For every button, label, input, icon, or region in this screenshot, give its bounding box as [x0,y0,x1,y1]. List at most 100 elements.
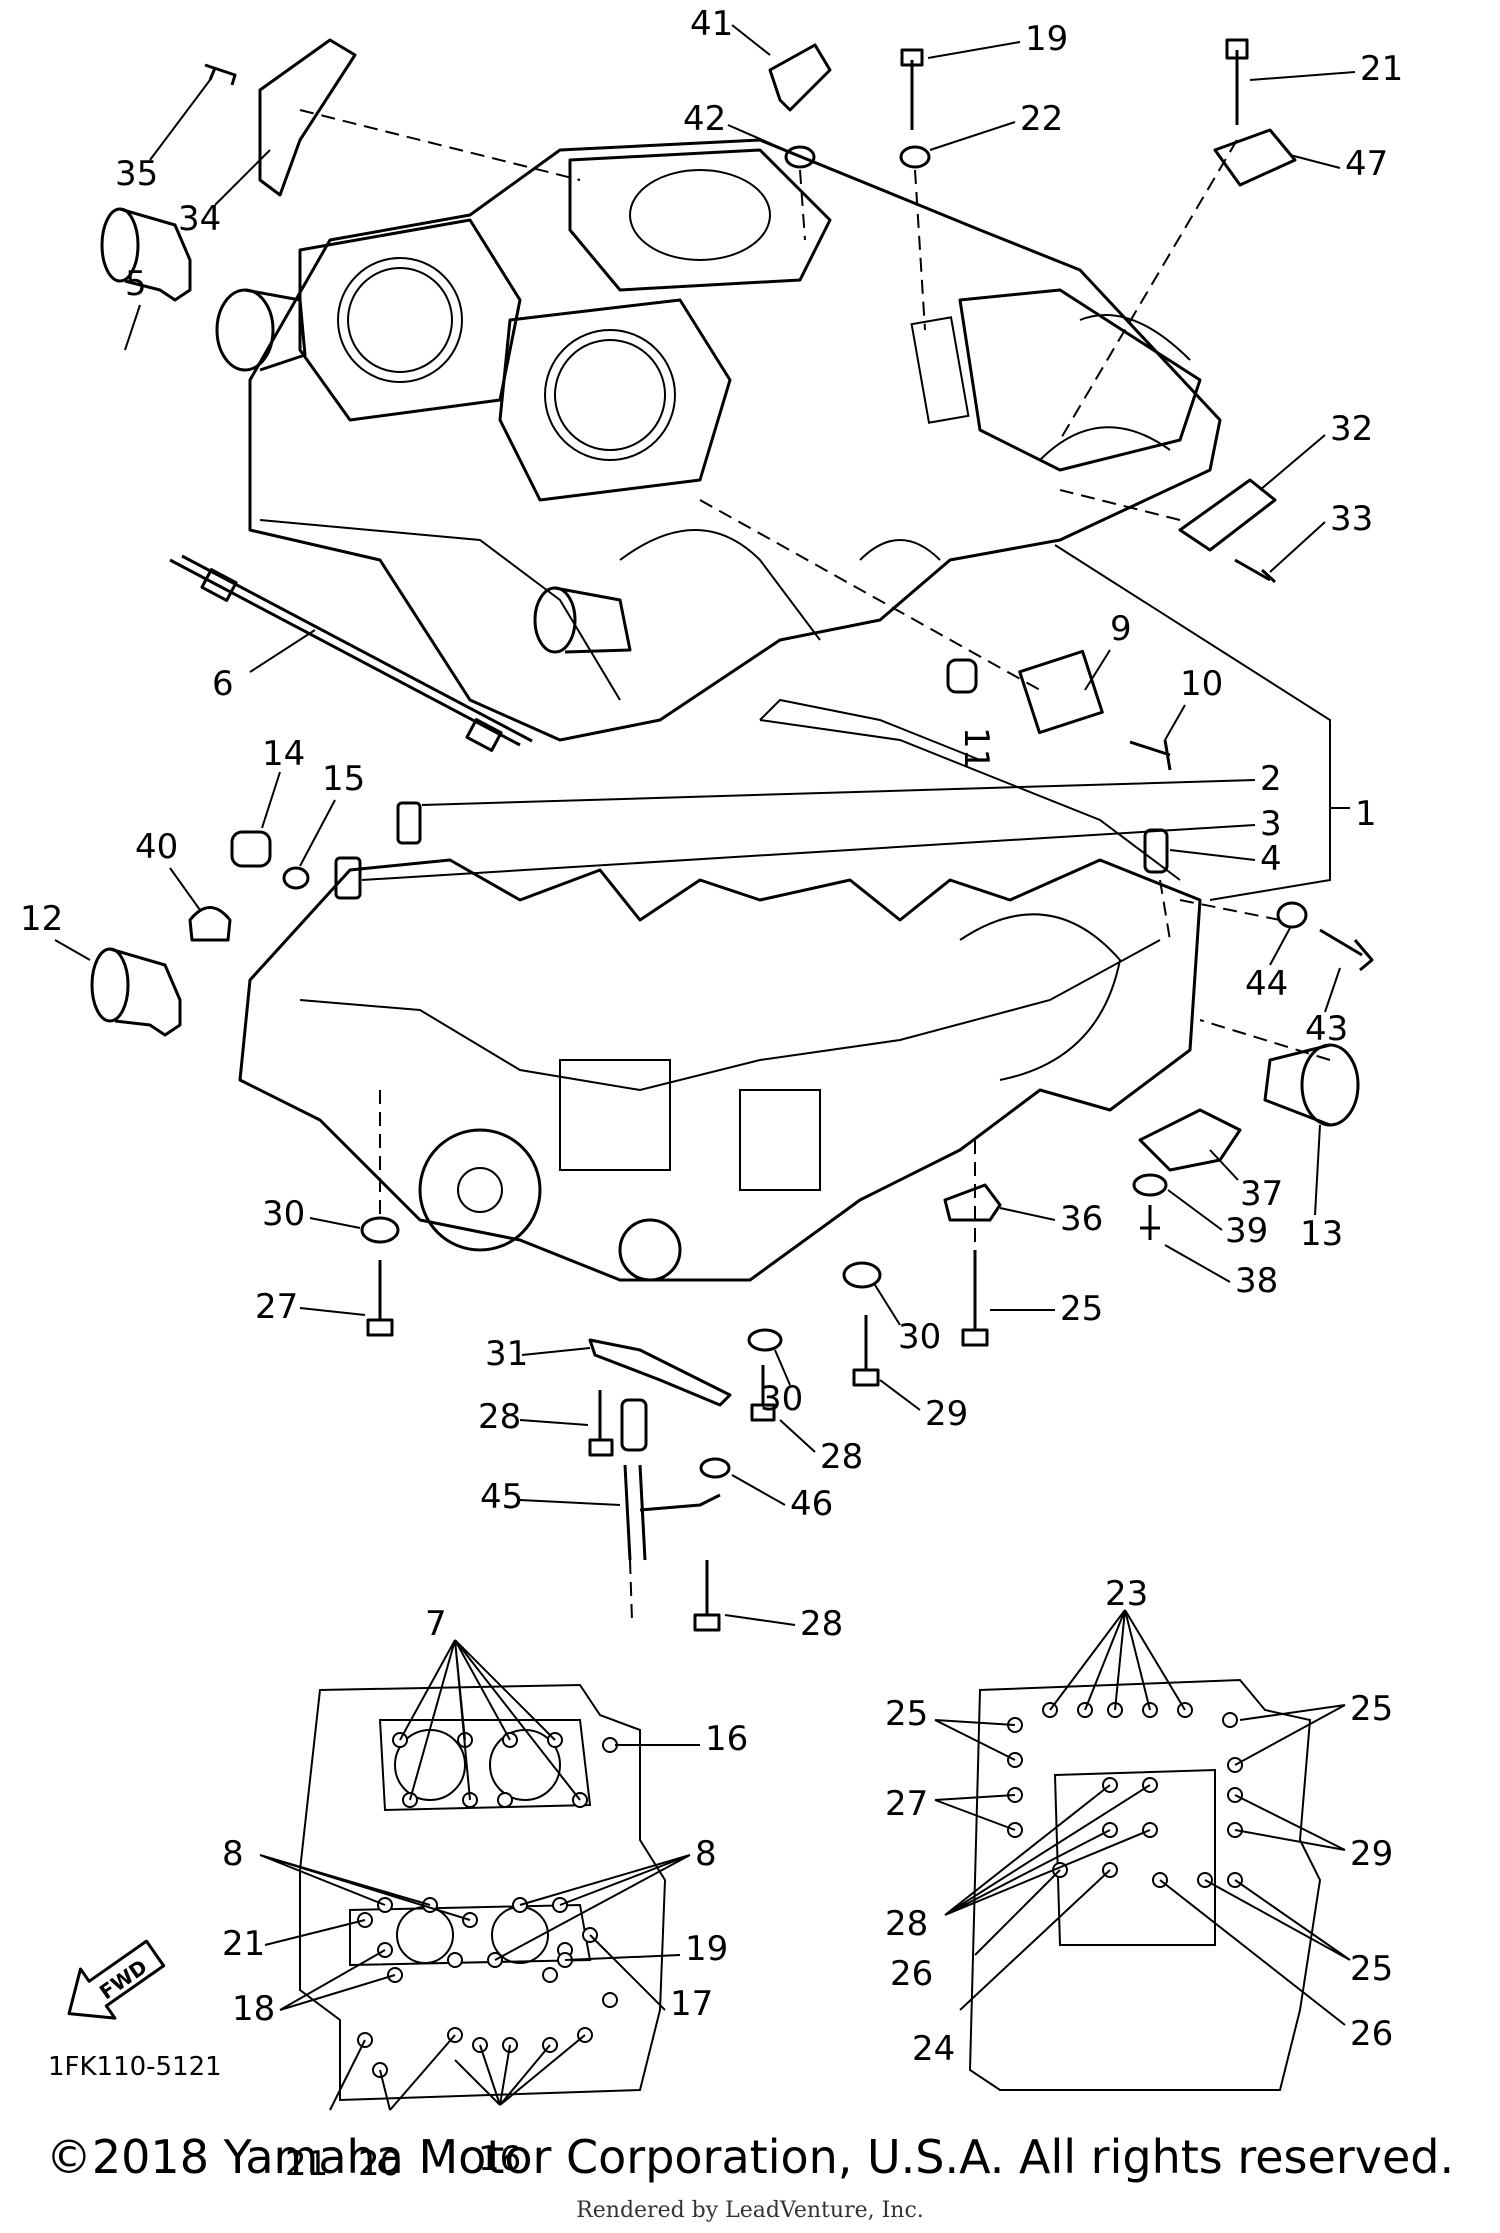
inset-callout-25a: 25 [885,1694,928,1734]
screw-35 [204,63,237,86]
callout-40: 40 [135,827,178,867]
callout-28c: 28 [800,1604,843,1644]
callout-39: 39 [1225,1211,1268,1251]
bolt-28a [750,1365,776,1422]
callout-10: 10 [1180,664,1223,704]
inset-callout-21b: 21 [285,2144,328,2184]
bracket-47 [1213,128,1297,187]
inset-callout-29: 29 [1350,1834,1393,1874]
callout-35: 35 [115,154,158,194]
lower-inset-callouts: 23 25 25 27 29 28 26 25 24 26 [885,1574,1393,2069]
plate-9 [1018,649,1104,735]
callout-6: 6 [212,664,234,704]
main-callouts: 41 19 21 42 22 47 35 34 5 32 33 6 9 10 1… [20,4,1403,1644]
upper-bolt-pattern-inset [259,1639,700,2111]
callout-36: 36 [1060,1199,1103,1239]
plate-32 [1178,478,1277,552]
group-bracket-1 [1054,544,1350,901]
callout-30a: 30 [262,1194,305,1234]
callout-1: 1 [1355,794,1377,834]
plug-cap-13 [1263,1043,1360,1127]
bolt-28b [588,1390,614,1457]
inset-callout-24: 24 [912,2029,955,2069]
washer-44 [1276,901,1308,929]
washer-30b [842,1261,882,1289]
inset-callout-26a: 26 [890,1954,933,1994]
o-ring-46 [699,1457,731,1479]
callout-2: 2 [1260,759,1282,799]
inset-callout-21a: 21 [222,1924,265,1964]
diagram-code: 1FK110-5121 [48,2052,222,2082]
o-ring-42 [784,145,816,169]
callout-14: 14 [262,734,305,774]
callout-47: 47 [1345,144,1388,184]
inset-callout-28: 28 [885,1904,928,1944]
bolt-43 [1319,928,1374,972]
plug-40 [188,906,232,942]
callout-22: 22 [1020,99,1063,139]
callout-28a: 28 [478,1397,521,1437]
o-ring-15 [282,866,310,890]
callout-34: 34 [178,199,221,239]
callout-19: 19 [1025,19,1068,59]
bolt-29 [852,1315,880,1387]
inset-callout-18: 18 [232,1989,275,2029]
washer-39 [1132,1173,1168,1197]
callout-13: 13 [1300,1214,1343,1254]
fwd-arrow: FWD [67,1939,166,2020]
upper-inset-callouts: 7 16 8 8 21 19 18 17 21 20 16 [222,1604,748,2184]
bolt-25 [961,1250,989,1347]
dowel-3 [334,856,362,900]
callout-29: 29 [925,1394,968,1434]
callout-44: 44 [1245,964,1288,1004]
inset-callout-25b: 25 [1350,1689,1393,1729]
inset-callout-16b: 16 [478,2139,521,2179]
dowel-2 [396,801,422,845]
copyright-notice: ©2018 Yamaha Motor Corporation, U.S.A. A… [45,2130,1455,2184]
dowel-4 [1143,828,1169,874]
rendered-by-notice: Rendered by LeadVenture, Inc. [576,2198,924,2223]
clip-36 [943,1183,1002,1222]
bushing [620,1398,648,1452]
bolt-27 [366,1260,394,1337]
inset-callout-26b: 26 [1350,2014,1393,2054]
callout-21: 21 [1360,49,1403,89]
inset-callout-23: 23 [1105,1574,1148,1614]
callout-37: 37 [1240,1174,1283,1214]
callout-9: 9 [1110,609,1132,649]
inset-callout-8a: 8 [222,1834,244,1874]
inset-callout-25c: 25 [1350,1949,1393,1989]
callout-4: 4 [1260,839,1282,879]
callout-33: 33 [1330,499,1373,539]
bracket-31 [588,1338,732,1407]
callout-38: 38 [1235,1261,1278,1301]
bolt-38 [1140,1205,1160,1240]
inset-callout-19: 19 [685,1929,728,1969]
bolt-21 [1225,38,1249,125]
sleeve-lower [533,586,632,654]
callout-25: 25 [1060,1289,1103,1329]
plug-14 [230,830,272,868]
plug-11 [946,658,978,694]
callout-15: 15 [322,759,365,799]
inset-callout-20: 20 [358,2144,401,2184]
alignment-lines [299,109,1331,1621]
bolt-28c [693,1560,721,1632]
callout-31: 31 [485,1334,528,1374]
plug-cap-5 [100,207,192,302]
long-stud-6 [169,554,533,752]
callout-27: 27 [255,1287,298,1327]
inset-callout-17: 17 [670,1984,713,2024]
callout-45: 45 [480,1477,523,1517]
callout-41: 41 [690,4,733,44]
lower-bolt-pattern-inset [934,1609,1351,2091]
inset-callout-7: 7 [425,1604,447,1644]
upper-crankcase [248,138,1222,742]
callout-42: 42 [683,99,726,139]
bolt-33 [1234,558,1277,584]
callout-32: 32 [1330,409,1373,449]
inset-callout-27: 27 [885,1784,928,1824]
oil-cap-41 [768,43,832,112]
bolt-19 [900,48,924,130]
plate-34 [258,38,357,197]
